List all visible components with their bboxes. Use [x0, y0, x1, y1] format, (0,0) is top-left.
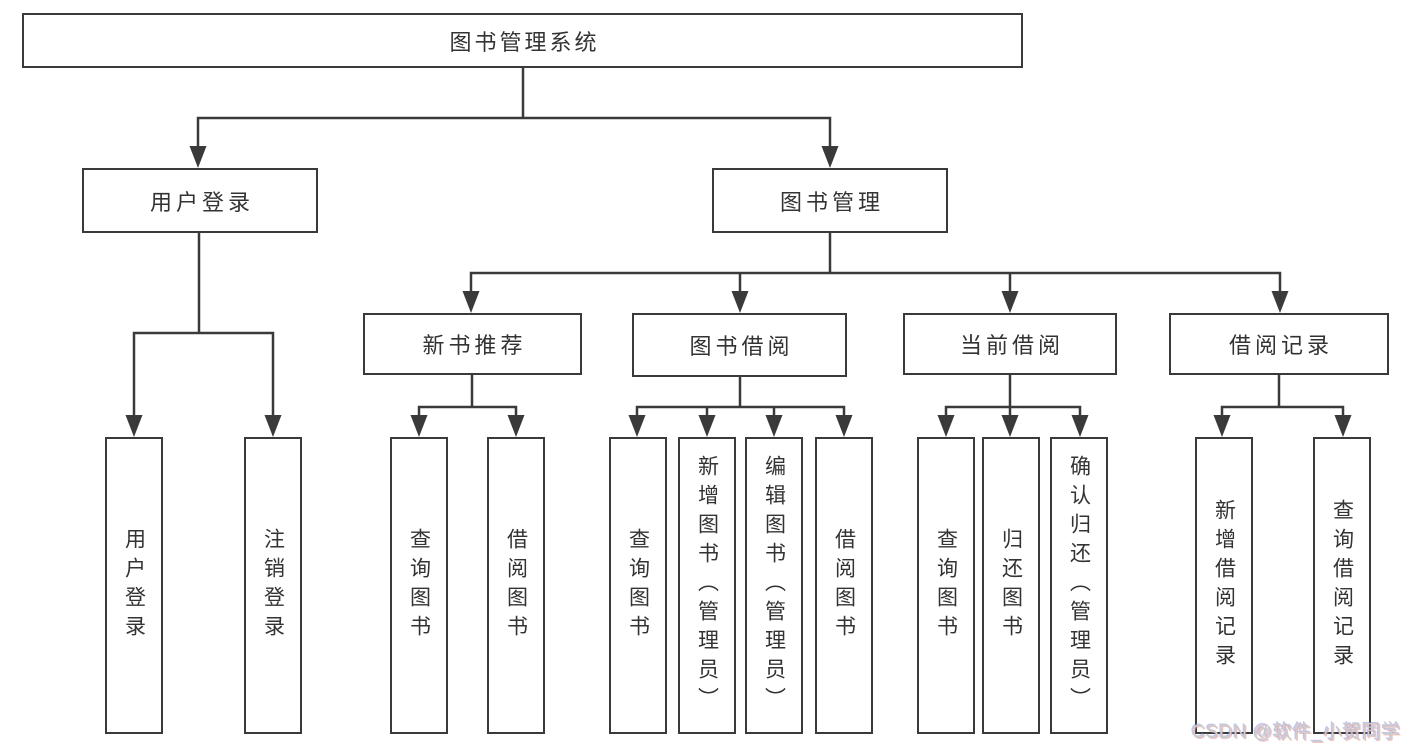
node-user-login: 用户登录	[82, 168, 318, 233]
arrowhead	[1001, 415, 1019, 437]
leaf-edit-books-admin: 编辑图书（管理员）	[745, 437, 803, 734]
leaf-add-borrow-record-label: 新增借阅记录	[1212, 498, 1236, 673]
leaf-return-books-label: 归还图书	[999, 527, 1023, 644]
leaf-query-books-recommend-label: 查询图书	[407, 527, 431, 644]
arrowhead	[698, 415, 716, 437]
leaf-query-books-current-label: 查询图书	[934, 527, 958, 644]
node-new-book-recommend-label: 新书推荐	[422, 333, 527, 358]
arrowhead	[1071, 415, 1089, 437]
node-borrow-records-label: 借阅记录	[1228, 333, 1333, 358]
arrowhead	[731, 291, 749, 313]
arrowheads	[125, 146, 1352, 437]
leaf-add-borrow-record: 新增借阅记录	[1195, 437, 1253, 734]
leaf-borrow-books-label: 借阅图书	[832, 527, 856, 644]
arrowhead	[189, 146, 207, 168]
node-book-borrowing-label: 图书借阅	[689, 334, 794, 359]
leaf-logout: 注销登录	[244, 437, 302, 734]
arrowhead	[125, 415, 143, 437]
arrowhead	[1334, 415, 1352, 437]
leaf-query-books-recommend: 查询图书	[390, 437, 448, 734]
leaf-add-books-admin: 新增图书（管理员）	[678, 437, 736, 734]
leaf-edit-books-admin-label: 编辑图书（管理员）	[762, 455, 786, 716]
arrowhead	[937, 415, 955, 437]
arrowhead	[821, 146, 839, 168]
node-user-login-label: 用户登录	[149, 189, 254, 215]
node-current-borrowing: 当前借阅	[903, 313, 1117, 375]
arrowhead	[765, 415, 783, 437]
arrowhead	[507, 415, 525, 437]
csdn-watermark: CSDN @软件_小贺同学	[1191, 722, 1401, 743]
arrowhead	[835, 415, 853, 437]
arrowhead	[628, 415, 646, 437]
arrowhead	[1271, 291, 1289, 313]
leaf-query-books-current: 查询图书	[917, 437, 975, 734]
leaf-user-login-label: 用户登录	[122, 527, 146, 644]
leaf-logout-label: 注销登录	[261, 527, 285, 644]
node-root: 图书管理系统	[22, 13, 1023, 68]
node-borrow-records: 借阅记录	[1169, 313, 1389, 375]
leaf-query-borrow-record-label: 查询借阅记录	[1330, 498, 1354, 673]
leaf-query-borrow-record: 查询借阅记录	[1313, 437, 1371, 734]
node-current-borrowing-label: 当前借阅	[959, 333, 1064, 358]
node-root-label: 图书管理系统	[449, 29, 600, 55]
leaf-return-books: 归还图书	[982, 437, 1040, 734]
leaf-query-books-borrowing: 查询图书	[609, 437, 667, 734]
leaf-borrow-books: 借阅图书	[815, 437, 873, 734]
arrowhead	[1213, 415, 1231, 437]
arrowhead	[264, 415, 282, 437]
node-book-management-label: 图书管理	[779, 189, 884, 215]
arrowhead	[410, 415, 428, 437]
leaf-confirm-return-admin: 确认归还（管理员）	[1050, 437, 1108, 734]
leaf-borrow-books-recommend-label: 借阅图书	[504, 527, 528, 644]
leaf-confirm-return-admin-label: 确认归还（管理员）	[1067, 455, 1091, 716]
node-book-management: 图书管理	[712, 168, 948, 233]
node-book-borrowing: 图书借阅	[632, 313, 847, 377]
node-new-book-recommend: 新书推荐	[363, 313, 582, 375]
connector-path	[132, 66, 1345, 421]
leaf-add-books-admin-label: 新增图书（管理员）	[695, 455, 719, 716]
leaf-query-books-borrowing-label: 查询图书	[626, 527, 650, 644]
arrowhead	[1001, 291, 1019, 313]
arrowhead	[462, 291, 480, 313]
leaf-borrow-books-recommend: 借阅图书	[487, 437, 545, 734]
leaf-user-login: 用户登录	[105, 437, 163, 734]
